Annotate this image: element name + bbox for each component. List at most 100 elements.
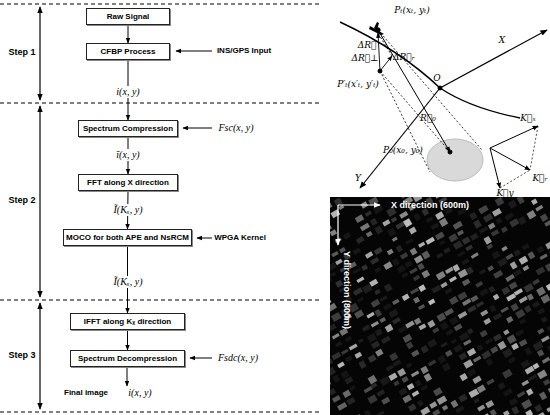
city-block — [371, 299, 381, 308]
city-block — [445, 329, 453, 336]
city-block — [491, 229, 500, 236]
city-block — [415, 380, 422, 387]
city-block — [354, 414, 362, 415]
box-label: Raw Signal — [107, 12, 150, 21]
geometry-label: K⃗ₓ — [520, 114, 535, 123]
city-block — [540, 213, 549, 222]
city-block — [364, 386, 373, 393]
city-block — [443, 247, 450, 254]
city-block — [477, 404, 485, 411]
city-block — [330, 303, 337, 312]
origin-point — [438, 86, 442, 90]
city-block — [433, 387, 443, 396]
city-block — [445, 288, 453, 295]
city-block — [450, 400, 458, 408]
city-block — [353, 287, 363, 295]
city-block — [371, 383, 377, 389]
city-block — [330, 358, 333, 366]
flow-arrow — [127, 330, 128, 350]
city-block — [411, 371, 420, 378]
city-block — [389, 309, 399, 318]
city-block — [381, 397, 390, 405]
city-block — [509, 218, 519, 227]
city-block — [521, 380, 529, 386]
city-block — [467, 368, 477, 377]
city-block — [356, 276, 364, 283]
city-block — [414, 318, 422, 326]
error-component — [380, 56, 392, 71]
city-block — [528, 374, 537, 381]
city-block — [379, 317, 386, 323]
city-block — [418, 323, 426, 330]
city-block — [432, 409, 440, 415]
process-box: FFT along X direction — [78, 174, 178, 191]
city-block — [369, 279, 378, 287]
city-block — [383, 261, 392, 270]
city-block — [469, 212, 477, 220]
city-block — [434, 197, 444, 199]
city-block — [365, 211, 372, 217]
city-block — [399, 197, 407, 199]
flow-arrow — [128, 25, 129, 43]
city-block — [522, 265, 529, 271]
city-block — [467, 348, 476, 357]
city-block — [429, 401, 437, 408]
city-block — [462, 258, 470, 265]
city-block — [440, 282, 447, 288]
city-block — [480, 310, 488, 317]
city-block — [462, 278, 471, 286]
dotted-beam — [378, 30, 482, 150]
city-block — [487, 244, 493, 250]
city-block — [489, 305, 496, 313]
step-span-arrow — [39, 7, 40, 100]
city-block — [500, 307, 508, 314]
city-block — [413, 297, 420, 304]
city-block — [541, 316, 548, 323]
city-block — [374, 247, 383, 255]
step-label: Step 1 — [8, 48, 35, 57]
city-block — [537, 308, 545, 315]
city-block — [524, 347, 532, 356]
city-block — [515, 329, 524, 336]
city-block — [462, 236, 471, 244]
city-block — [503, 388, 513, 397]
city-block — [502, 369, 513, 379]
city-block — [510, 261, 518, 269]
city-block — [428, 359, 437, 366]
city-block — [490, 346, 498, 354]
process-box: MOCO for both APE and NsRCM — [63, 229, 192, 246]
city-block — [448, 233, 458, 242]
city-block — [478, 205, 488, 214]
city-block — [384, 283, 393, 292]
city-block — [511, 343, 519, 350]
city-block — [358, 338, 364, 343]
city-block — [525, 197, 535, 198]
city-block — [526, 388, 533, 395]
city-block — [459, 332, 470, 342]
city-block — [547, 344, 550, 352]
city-block — [519, 339, 528, 347]
city-block — [479, 226, 489, 234]
city-block — [437, 395, 448, 405]
city-block — [502, 348, 512, 358]
city-block — [513, 269, 522, 277]
process-box: CFBP Process — [86, 43, 170, 60]
city-block — [349, 343, 358, 350]
city-block — [458, 311, 468, 319]
city-block — [477, 384, 486, 393]
city-block — [403, 334, 413, 343]
box-label: IFFT along Kₓ direction — [84, 317, 171, 326]
city-block — [375, 349, 383, 357]
input-arrows — [127, 51, 212, 386]
city-block — [527, 293, 534, 300]
city-block — [402, 394, 411, 403]
city-block — [330, 209, 340, 218]
dashed-separator — [0, 4, 320, 5]
city-block — [501, 246, 507, 252]
step-label: Step 2 — [8, 196, 35, 205]
city-block — [358, 360, 366, 369]
city-block — [515, 309, 525, 319]
dashed-separator — [0, 412, 320, 413]
city-block — [532, 301, 540, 308]
city-block — [465, 245, 473, 252]
